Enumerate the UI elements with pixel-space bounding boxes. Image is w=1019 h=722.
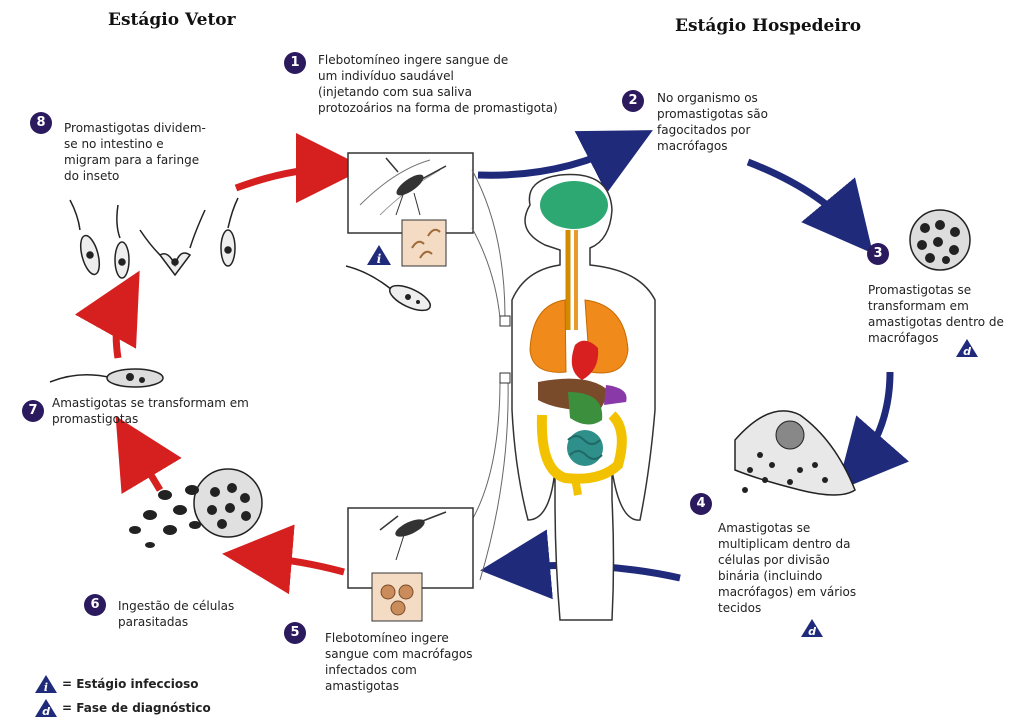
- step-1-text: Flebotomíneo ingere sangue deum indivídu…: [318, 52, 558, 116]
- legend-diagnostic-label: = Fase de diagnóstico: [62, 701, 211, 715]
- step-2-number: 2: [622, 90, 644, 112]
- step-6-number: 6: [84, 594, 106, 616]
- macrophage-with-amastigotes: [910, 210, 970, 270]
- step-2-text: No organismo ospromastigotas sãofagocita…: [657, 90, 768, 154]
- step-6-text: Ingestão de célulasparasitadas: [118, 598, 234, 630]
- step-3-text: Promastigotas setransformam emamastigota…: [868, 282, 1004, 346]
- sandfly-bite-box-bottom: [348, 508, 473, 621]
- svg-text:d: d: [963, 345, 971, 358]
- arrow-7-to-8: [116, 295, 126, 358]
- arrow-2-to-3: [748, 162, 855, 232]
- arrow-6-to-7: [130, 440, 160, 490]
- legend-infectious-label: = Estágio infeccioso: [62, 677, 199, 691]
- svg-text:d: d: [42, 705, 50, 718]
- step-5-number: 5: [284, 622, 306, 644]
- diagnostic-badge-step-4: d: [800, 618, 824, 638]
- svg-text:i: i: [377, 252, 382, 266]
- legend-infectious-icon: i: [34, 674, 58, 694]
- svg-text:d: d: [808, 625, 816, 638]
- step-8-number: 8: [30, 112, 52, 134]
- legend-diagnostic-icon: d: [34, 698, 58, 718]
- promastigote-free: [346, 266, 434, 315]
- diagnostic-badge-step-3: d: [955, 338, 979, 358]
- dividing-promastigotes: [70, 198, 238, 278]
- arrow-3-to-4: [855, 372, 890, 470]
- transforming-parasite: [50, 369, 163, 387]
- step-7-text: Amastigotas se transformam empromastigot…: [52, 395, 249, 427]
- arrow-8-to-1: [236, 168, 338, 188]
- arrow-5-to-6: [250, 556, 344, 572]
- infected-cell-multiplying: [735, 411, 855, 495]
- arrow-1-to-2: [478, 143, 628, 175]
- step-3-number: 3: [867, 243, 889, 265]
- step-7-number: 7: [22, 400, 44, 422]
- svg-text:i: i: [44, 681, 48, 694]
- infectious-badge-step-1: i: [366, 244, 392, 266]
- human-body: [512, 174, 655, 620]
- step-5-text: Flebotomíneo ingeresangue com macrófagos…: [325, 630, 473, 694]
- step-8-text: Promastigotas dividem-se no intestino em…: [64, 120, 206, 184]
- step-1-number: 1: [284, 52, 306, 74]
- step-4-number: 4: [690, 493, 712, 515]
- ingested-parasitized-cells: [129, 469, 262, 548]
- step-4-text: Amastigotas semultiplicam dentro dacélul…: [718, 520, 856, 616]
